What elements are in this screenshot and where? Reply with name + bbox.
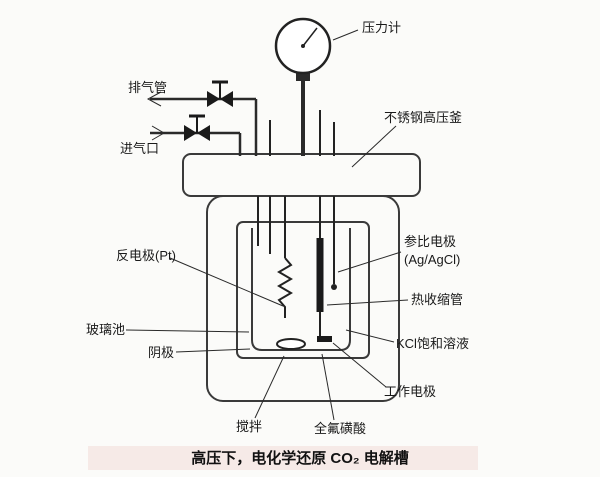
gauge-pivot: [301, 44, 305, 48]
label-stirring: 搅拌: [236, 419, 262, 434]
label-reference-electrode-sub: (Ag/AgCl): [404, 252, 460, 267]
label-glass-cell: 玻璃池: [86, 322, 125, 337]
label-pressure-gauge: 压力计: [362, 20, 401, 35]
leader-autoclave: [351, 125, 397, 168]
working-electrode-tip: [317, 336, 332, 342]
gauge-fitting: [296, 72, 310, 81]
leader-counter-electrode: [169, 257, 284, 307]
diagram-caption: 高压下，电化学还原 CO₂ 电解槽: [191, 449, 409, 467]
label-counter-electrode: 反电极(Pt): [116, 248, 176, 263]
leader-lines: [125, 29, 409, 421]
exhaust-arrow-icon: [146, 91, 162, 107]
leader-stirring: [254, 355, 285, 419]
glass-cell-assembly: [251, 196, 351, 351]
gas-inlet-line: [150, 114, 242, 156]
autoclave-lid: [182, 153, 421, 197]
leader-heat-shrink: [326, 299, 409, 306]
label-reference-electrode: 参比电极: [404, 234, 456, 249]
leader-pressure-gauge: [332, 29, 359, 41]
autoclave-cavity: [236, 221, 370, 359]
lid-feedthroughs: [269, 110, 335, 156]
label-perfluorosulfonic: 全氟磺酸: [314, 421, 366, 436]
gauge-needle: [302, 27, 318, 47]
leader-working-electrode: [332, 342, 387, 388]
label-cathode: 阴极: [148, 345, 174, 360]
exhaust-line: [146, 80, 258, 156]
counter-electrode-coil: [277, 257, 293, 318]
glass-cell-wall: [251, 228, 351, 351]
inlet-arrow-icon: [151, 125, 165, 141]
reference-electrode-junction: [331, 284, 337, 290]
label-working-electrode: 工作电极: [384, 384, 436, 399]
autoclave-vessel: [182, 153, 421, 402]
scan-artifact-band: [88, 446, 478, 470]
leader-cathode: [175, 348, 251, 353]
autoclave-body: [206, 195, 400, 402]
leader-glass-cell: [125, 329, 250, 333]
leader-kcl-solution: [345, 329, 395, 343]
pressure-gauge: [274, 17, 332, 156]
label-kcl-solution: KCl饱和溶液: [396, 336, 469, 351]
label-exhaust-pipe: 排气管: [128, 80, 167, 95]
label-gas-inlet: 进气口: [120, 141, 159, 156]
stir-bar: [276, 338, 306, 350]
leader-perfluorosulfonic: [321, 353, 335, 421]
labels: 压力计 排气管 进气口 不锈钢高压釜 参比电极 (Ag/AgCl) 热收缩管 K…: [86, 20, 469, 467]
leader-reference-electrode: [337, 251, 402, 273]
label-autoclave: 不锈钢高压釜: [384, 110, 462, 125]
label-heat-shrink: 热收缩管: [411, 292, 463, 307]
